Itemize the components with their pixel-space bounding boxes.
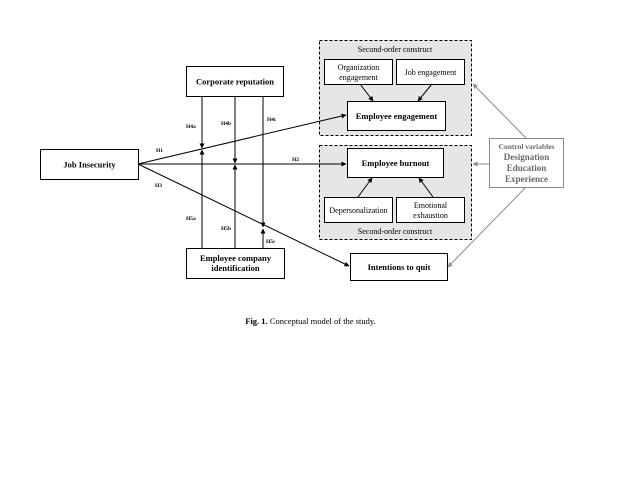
employee-burnout-label: Employee burnout bbox=[362, 158, 430, 168]
employee-company-identification-line1: Employee company bbox=[200, 253, 272, 263]
emotional-exhaustion-box: Emotional exhaustion bbox=[396, 197, 465, 223]
job-insecurity-box: Job Insecurity bbox=[40, 149, 139, 180]
organization-engagement-box: Organization engagement bbox=[324, 59, 393, 85]
control-variable-designation: Designation bbox=[504, 152, 550, 162]
h4b-label: H4b bbox=[221, 121, 231, 127]
burnout-second-order-group: Employee burnout Depersonalization Emoti… bbox=[319, 145, 472, 240]
emotional-exhaustion-line2: exhaustion bbox=[413, 211, 448, 220]
control-variable-education: Education bbox=[507, 163, 547, 173]
job-engagement-label: Job engagement bbox=[405, 68, 458, 77]
h3-label: H3 bbox=[155, 183, 162, 189]
burnout-group-label: Second-order construct bbox=[358, 227, 433, 236]
figure-caption-text: Conceptual model of the study. bbox=[267, 316, 376, 326]
figure-caption-label: Fig. 1. bbox=[245, 316, 268, 326]
employee-company-identification-box: Employee company identification bbox=[186, 248, 285, 279]
h2-label: H2 bbox=[292, 157, 299, 163]
h3-path bbox=[137, 163, 350, 267]
job-engagement-box: Job engagement bbox=[396, 59, 465, 85]
engagement-group-label: Second-order construct bbox=[358, 45, 433, 54]
h4c-label: H4c bbox=[267, 117, 277, 123]
intentions-to-quit-label: Intentions to quit bbox=[368, 262, 431, 272]
control-variables-title: Control variables bbox=[499, 142, 555, 151]
emotional-exhaustion-arrow bbox=[418, 177, 434, 198]
intentions-to-quit-box: Intentions to quit bbox=[350, 253, 448, 281]
control-variable-experience: Experience bbox=[505, 174, 548, 184]
emotional-exhaustion-line1: Emotional bbox=[414, 201, 448, 210]
control-variables-box: Control variables Designation Education … bbox=[489, 138, 564, 188]
corporate-reputation-box: Corporate reputation bbox=[186, 66, 284, 97]
h5c-label: H5c bbox=[266, 239, 276, 245]
h1-path bbox=[137, 113, 347, 165]
employee-engagement-label: Employee engagement bbox=[356, 111, 438, 121]
h1-label: H1 bbox=[156, 148, 163, 154]
corporate-reputation-label: Corporate reputation bbox=[196, 77, 274, 87]
control-to-engagement-path bbox=[472, 83, 527, 139]
employee-company-identification-line2: identification bbox=[211, 263, 259, 273]
control-to-intentions-path bbox=[447, 186, 527, 268]
depersonalization-arrow bbox=[357, 177, 373, 198]
employee-burnout-box: Employee burnout bbox=[347, 148, 444, 178]
h5a-label: H5a bbox=[186, 216, 196, 222]
h4a-label: H4a bbox=[186, 124, 196, 130]
engagement-second-order-group: Second-order construct Organization enga… bbox=[319, 40, 472, 136]
organization-engagement-line2: engagement bbox=[339, 73, 378, 82]
org-engagement-arrow bbox=[359, 83, 374, 102]
job-engagement-arrow bbox=[417, 83, 433, 102]
organization-engagement-line1: Organization bbox=[338, 63, 380, 72]
employee-engagement-box: Employee engagement bbox=[347, 101, 446, 131]
figure-caption: Fig. 1. Conceptual model of the study. bbox=[0, 316, 621, 326]
job-insecurity-label: Job Insecurity bbox=[63, 160, 116, 170]
h5b-label: H5b bbox=[221, 226, 231, 232]
depersonalization-box: Depersonalization bbox=[324, 197, 393, 223]
depersonalization-label: Depersonalization bbox=[329, 206, 387, 215]
